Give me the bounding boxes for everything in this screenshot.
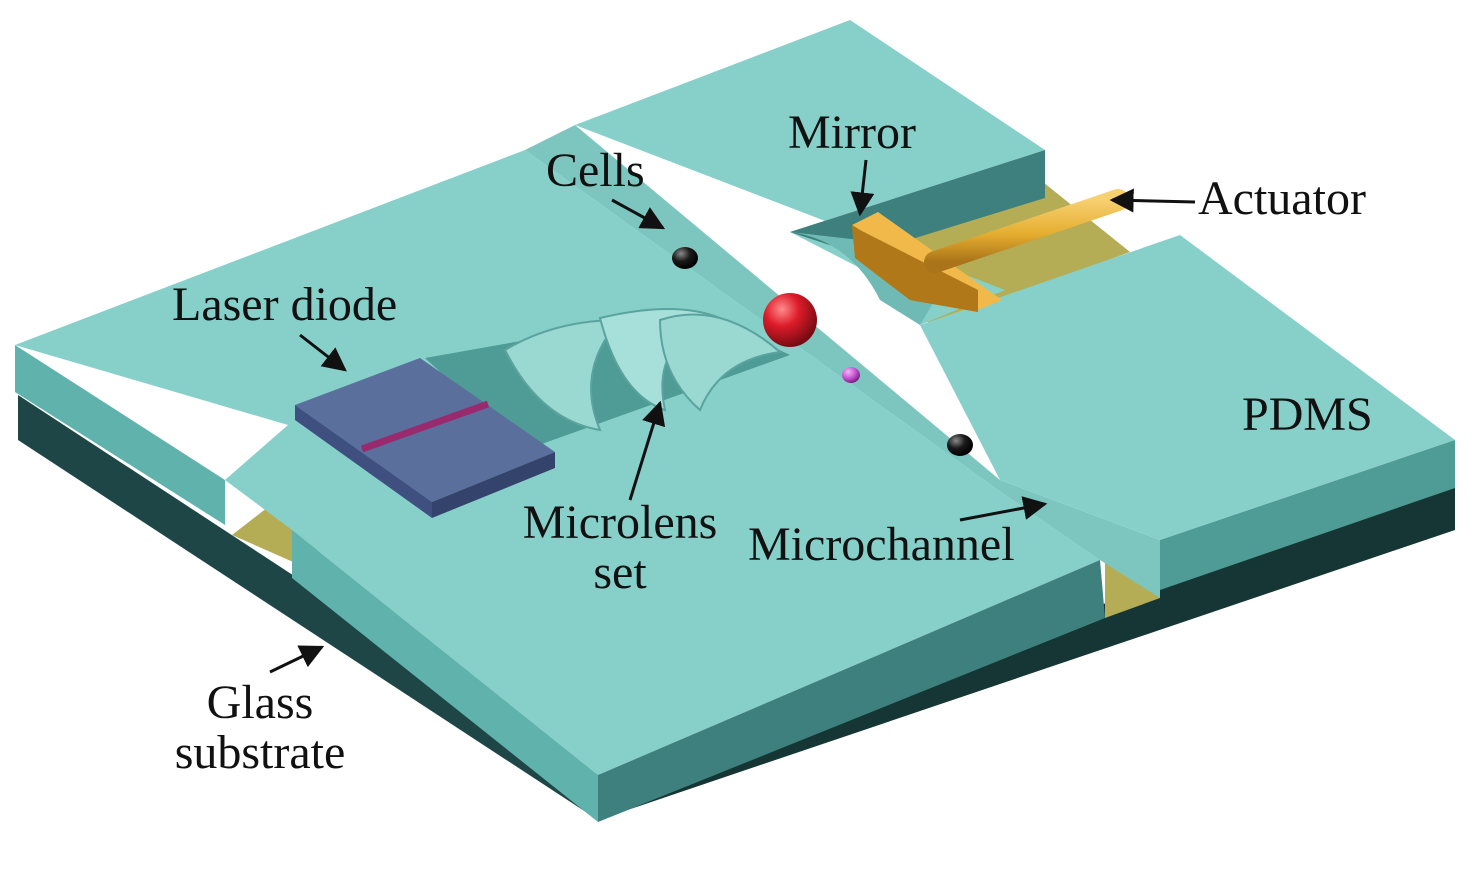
- mirror-actuator-assembly: [852, 189, 1129, 312]
- substrate-front-face: [18, 395, 598, 820]
- cell-violet: [842, 367, 860, 383]
- cells: [672, 247, 973, 456]
- label-microlens-set: Microlens set: [505, 498, 735, 598]
- arrow-glass-substrate: [269, 645, 325, 674]
- laser-diode-front: [295, 405, 432, 518]
- pdms-left-bottom-face: [292, 530, 598, 822]
- pdms-right-lower-front: [1160, 440, 1455, 590]
- annotation-arrows: [269, 159, 1196, 674]
- pdms-right-upper-top: [575, 20, 1045, 325]
- pdms-right-lower-top: [920, 235, 1455, 540]
- label-microchannel: Microchannel: [748, 518, 1015, 571]
- laser-diode-side: [432, 452, 555, 518]
- glass-substrate: [18, 395, 1455, 820]
- substrate-right-face: [598, 485, 1455, 820]
- arrow-microlens: [628, 400, 666, 501]
- pdms-left-front-face: [15, 345, 225, 525]
- arrow-mirror: [850, 159, 875, 217]
- arrow-laser-diode: [299, 333, 347, 372]
- cell-red: [763, 293, 817, 347]
- label-mirror: Mirror: [788, 106, 916, 159]
- actuator-rod: [924, 189, 1129, 273]
- microlens-3: [658, 313, 783, 412]
- cell-dark-1: [672, 247, 698, 269]
- label-glass-line2: substrate: [174, 726, 346, 779]
- laser-stripe: [360, 400, 490, 453]
- pdms-block-left: [15, 150, 1105, 822]
- microchannel-strip: [525, 125, 1160, 598]
- label-microlens-line2: set: [593, 546, 647, 599]
- label-laser-diode: Laser diode: [172, 278, 398, 331]
- laser-diode: [295, 358, 555, 518]
- arrow-cells: [611, 198, 666, 230]
- optics-cavity: [425, 308, 790, 450]
- label-microlens-line1: Microlens: [522, 496, 718, 549]
- label-glass-line1: Glass: [206, 676, 314, 729]
- label-pdms: PDMS: [1242, 388, 1373, 441]
- mirror-block-face: [852, 225, 978, 312]
- mirror-cavity: [790, 232, 935, 325]
- label-glass-substrate: Glass substrate: [150, 678, 370, 778]
- cell-dark-2: [947, 434, 973, 456]
- pdms-left-top: [15, 150, 1100, 775]
- arrow-microchannel: [959, 496, 1048, 522]
- pdms-left-right-face: [598, 560, 1105, 822]
- label-cells: Cells: [546, 144, 645, 197]
- arrow-actuator: [1109, 188, 1196, 213]
- label-actuator: Actuator: [1198, 172, 1366, 225]
- microlens-1: [503, 318, 623, 432]
